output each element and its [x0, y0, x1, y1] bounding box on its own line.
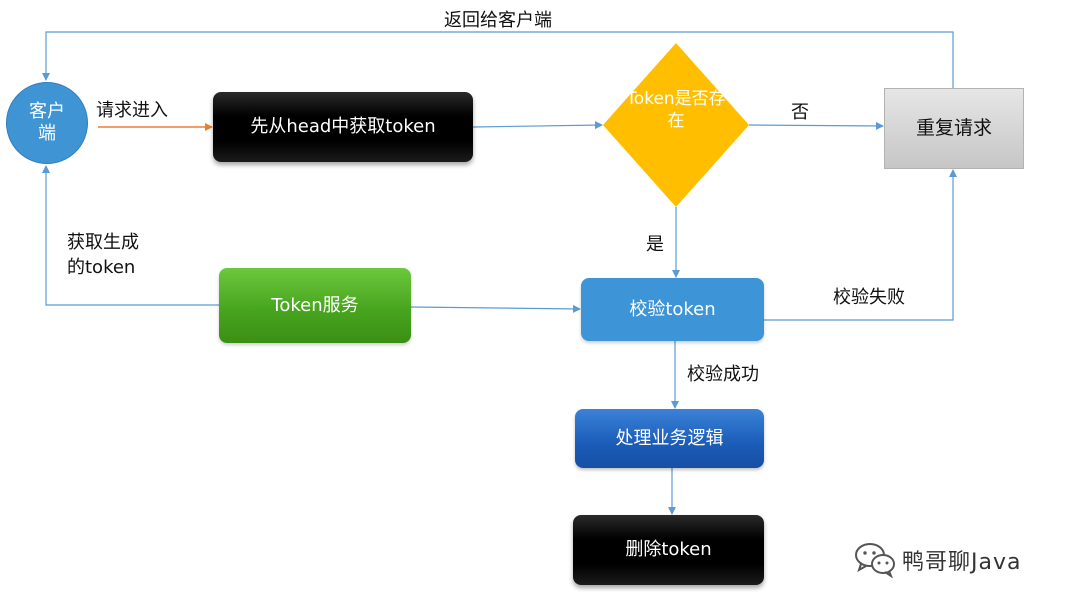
edge-label-no: 否: [791, 102, 809, 123]
edge-label-get-token-line1: 获取生成: [67, 232, 139, 253]
token-service-node: Token服务: [219, 268, 411, 343]
edge-service-to-verify: [410, 304, 581, 313]
edge-label-verify-ok: 校验成功: [687, 364, 759, 385]
wechat-icon: [855, 543, 895, 578]
fetch-token-node: 先从head中获取token: [213, 92, 473, 162]
edge-label-request-in: 请求进入: [96, 100, 168, 121]
edge-service-to-client: [42, 165, 219, 306]
edge-decision-no: [748, 121, 884, 130]
edge-fetch-to-decision: [472, 121, 603, 130]
delete-token-node: 删除token: [573, 515, 764, 585]
edge-label-return-client: 返回给客户端: [444, 10, 552, 31]
business-logic-node: 处理业务逻辑: [575, 409, 764, 468]
edge-label-verify-fail: 校验失败: [833, 287, 905, 308]
edge-label-get-token: 获取生成 的token: [67, 230, 139, 280]
decision-diamond: [603, 43, 749, 207]
decision-label: Token是否存在: [626, 89, 726, 132]
edge-label-yes: 是: [646, 234, 664, 255]
repeat-request-node: 重复请求: [884, 88, 1024, 169]
watermark-text: 鸭哥聊Java: [902, 550, 1022, 575]
edge-return-to-client: [42, 31, 954, 88]
client-node: 客户端: [6, 82, 88, 164]
edge-verify-fail: [764, 169, 957, 321]
edge-label-get-token-line2: 的token: [67, 257, 136, 279]
verify-token-node: 校验token: [581, 278, 764, 341]
client-node-label: 客户端: [29, 100, 65, 145]
